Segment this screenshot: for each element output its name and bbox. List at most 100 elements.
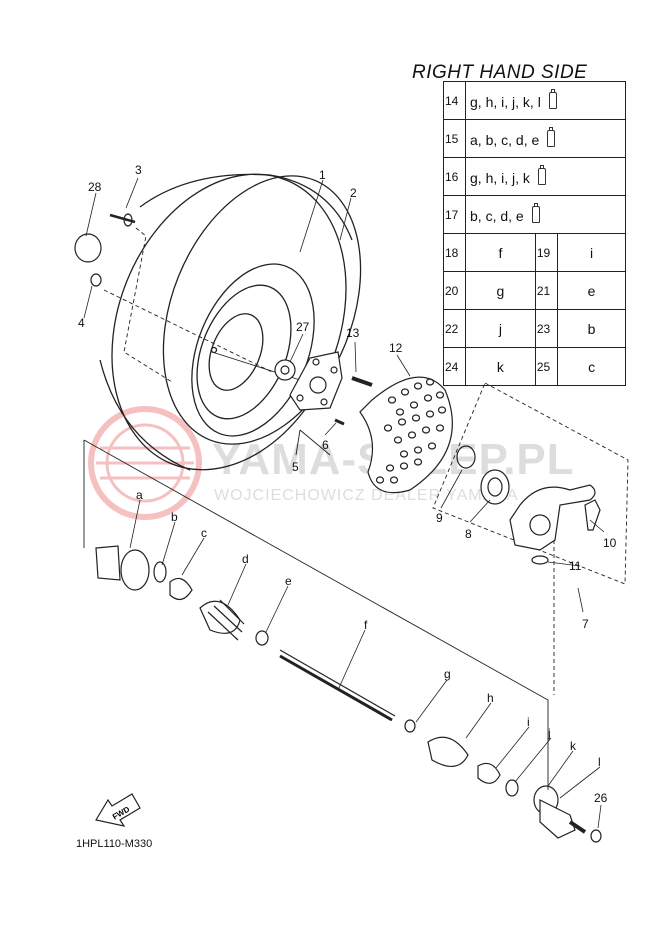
grease-tube-icon bbox=[547, 126, 556, 147]
callout-7: 7 bbox=[582, 617, 589, 631]
callout-j: j bbox=[547, 726, 551, 740]
callout-2: 2 bbox=[350, 186, 357, 200]
callout-c: c bbox=[201, 526, 207, 540]
wheel-hub bbox=[274, 351, 373, 426]
guide-lines bbox=[103, 227, 629, 695]
diagram-code: 1HPL110-M330 bbox=[76, 838, 153, 850]
callout-g: g bbox=[444, 667, 451, 681]
disc-hole bbox=[413, 382, 423, 390]
callout-h: h bbox=[487, 691, 494, 705]
driveshaft-assembly bbox=[95, 545, 602, 843]
callout-8: 8 bbox=[465, 527, 472, 541]
legend-ref-number: 25 bbox=[534, 347, 559, 386]
legend-part-list: g, h, i, j, k, l bbox=[465, 81, 626, 120]
disc-hole bbox=[399, 462, 409, 470]
callout-9: 9 bbox=[436, 511, 443, 525]
disc-hole bbox=[393, 436, 403, 444]
disc-hole bbox=[421, 426, 431, 434]
disc-hole bbox=[399, 450, 409, 458]
legend-ref-number: 22 bbox=[443, 309, 466, 348]
disc-hole bbox=[409, 401, 419, 409]
legend-ref-number: 14 bbox=[443, 81, 466, 120]
legend-ref-number: 24 bbox=[443, 347, 466, 386]
legend-part-letter: e bbox=[557, 271, 626, 310]
disc-hole bbox=[425, 410, 435, 418]
watermark-subtext: WOJCIECHOWICZ DEALER YAMAHA bbox=[214, 487, 519, 504]
page-title: RIGHT HAND SIDE bbox=[412, 62, 588, 83]
callout-d: d bbox=[242, 552, 249, 566]
callout-3: 3 bbox=[135, 163, 142, 177]
disc-hole bbox=[413, 458, 423, 466]
brake-disc bbox=[359, 376, 453, 494]
legend-parts-text: b, c, d, e bbox=[470, 207, 524, 224]
callout-f: f bbox=[364, 618, 368, 632]
callout-26: 26 bbox=[594, 791, 608, 805]
legend-ref-number: 16 bbox=[443, 157, 466, 196]
callout-27: 27 bbox=[296, 320, 310, 334]
callout-k: k bbox=[570, 739, 577, 753]
disc-hole bbox=[435, 391, 445, 399]
callout-4: 4 bbox=[78, 316, 85, 330]
callout-28: 28 bbox=[88, 180, 102, 194]
disc-hole bbox=[435, 424, 445, 432]
disc-hole bbox=[387, 396, 397, 404]
disc-hole bbox=[400, 388, 410, 396]
disc-hole bbox=[375, 476, 385, 484]
legend-ref-number: 17 bbox=[443, 195, 466, 234]
legend-part-letter: i bbox=[557, 233, 626, 272]
disc-hole bbox=[427, 442, 437, 450]
callout-5: 5 bbox=[292, 460, 299, 474]
disc-hole bbox=[395, 408, 405, 416]
legend-part-letter: b bbox=[557, 309, 626, 348]
grease-tube-icon bbox=[537, 164, 546, 185]
callout-b: b bbox=[171, 510, 178, 524]
legend-ref-number: 15 bbox=[443, 119, 466, 158]
disc-hole bbox=[413, 446, 423, 454]
callout-1: 1 bbox=[319, 168, 326, 182]
legend-part-letter: c bbox=[557, 347, 626, 386]
legend-part-letter: g bbox=[465, 271, 536, 310]
legend-part-list: b, c, d, e bbox=[465, 195, 626, 234]
disc-hole bbox=[411, 414, 421, 422]
legend-ref-number: 21 bbox=[534, 271, 559, 310]
grease-tube-icon bbox=[548, 88, 557, 109]
callout-a: a bbox=[136, 488, 143, 502]
legend-parts-text: g, h, i, j, k bbox=[470, 169, 530, 186]
callout-11: 11 bbox=[569, 559, 582, 573]
disc-hole bbox=[423, 394, 433, 402]
callout-l: l bbox=[598, 755, 601, 769]
callout-10: 10 bbox=[603, 536, 617, 550]
disc-hole bbox=[425, 378, 435, 386]
fwd-arrow-icon: FWD bbox=[95, 793, 141, 827]
legend-part-letter: k bbox=[465, 347, 536, 386]
callout-6: 6 bbox=[322, 438, 329, 452]
legend-ref-number: 23 bbox=[534, 309, 559, 348]
disc-hole bbox=[407, 431, 417, 439]
callout-13: 13 bbox=[346, 326, 360, 340]
knuckle-assembly bbox=[456, 445, 601, 565]
legend-part-list: g, h, i, j, k bbox=[465, 157, 626, 196]
callout-12: 12 bbox=[389, 341, 403, 355]
callout-e: e bbox=[285, 574, 292, 588]
legend-ref-number: 18 bbox=[443, 233, 466, 272]
legend-ref-number: 19 bbox=[534, 233, 559, 272]
disc-hole bbox=[389, 476, 399, 484]
legend-ref-number: 20 bbox=[443, 271, 466, 310]
disc-hole bbox=[437, 406, 447, 414]
grease-tube-icon bbox=[531, 202, 540, 223]
disc-hole bbox=[385, 464, 395, 472]
disc-hole bbox=[383, 424, 393, 432]
legend-parts-text: g, h, i, j, k, l bbox=[470, 93, 541, 110]
leader-lines bbox=[83, 177, 605, 829]
legend-part-list: a, b, c, d, e bbox=[465, 119, 626, 158]
